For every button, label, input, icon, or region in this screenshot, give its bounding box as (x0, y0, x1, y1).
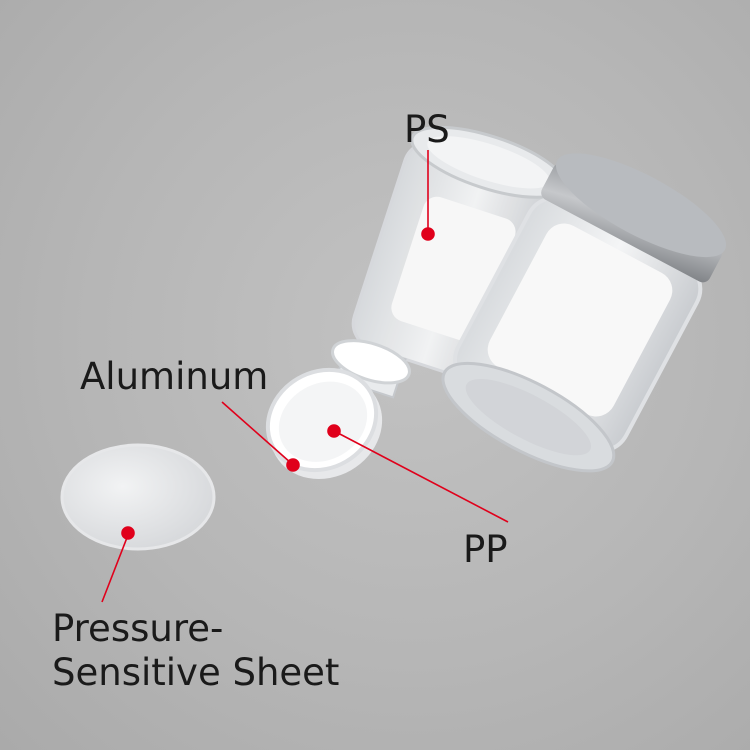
callout-pp-dot (327, 424, 341, 438)
callout-pp-line (335, 431, 509, 523)
label-ps: PS (404, 108, 450, 151)
callout-aluminum-dot (286, 458, 300, 472)
callout-pss-dot (121, 526, 135, 540)
pressure-sensitive-sheet (60, 443, 216, 551)
label-aluminum: Aluminum (80, 355, 269, 398)
pp-lid (265, 367, 383, 480)
label-pp: PP (463, 528, 508, 571)
ps-jar (331, 125, 567, 399)
label-pss-line1: Pressure- (52, 607, 224, 650)
callout-aluminum-line (221, 401, 292, 464)
label-pss-line2: Sensitive Sheet (52, 651, 340, 694)
callouts (101, 150, 509, 603)
large-jar (441, 153, 727, 473)
callout-pss-line (101, 534, 129, 603)
callout-ps-dot (421, 227, 435, 241)
label-pressure-sensitive-sheet: Pressure- Sensitive Sheet (52, 607, 339, 695)
